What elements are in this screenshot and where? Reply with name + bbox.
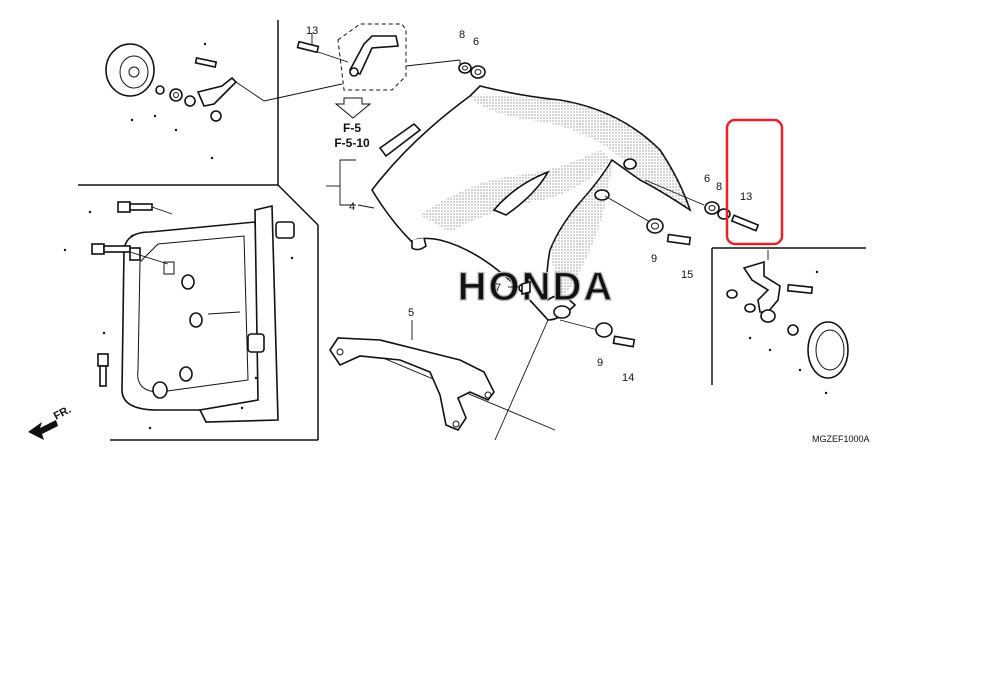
- callout-4: 4: [349, 201, 355, 213]
- frame-lines: [78, 20, 866, 441]
- top-washers: [458, 62, 486, 79]
- top-left-assembly: [105, 42, 343, 160]
- callout-8-top: 8: [459, 29, 465, 41]
- reference-f5: F-5: [343, 121, 361, 135]
- callout-6-top: 6: [473, 36, 479, 48]
- top-center-bracket: [296, 23, 461, 119]
- right-reflector-assembly: [726, 250, 849, 395]
- callout-14: 14: [622, 372, 634, 384]
- callout-15: 15: [681, 269, 693, 281]
- front-label: FR.: [52, 404, 73, 423]
- callout-6-right: 6: [704, 173, 710, 185]
- plate-holder-assembly: [63, 201, 295, 430]
- right-hardware: [508, 201, 760, 348]
- front-fender: [371, 85, 692, 321]
- stay-bracket-5: [329, 320, 495, 431]
- callout-13-top: 13: [306, 25, 318, 37]
- callout-7: 7: [495, 282, 501, 294]
- callout-8-right: 8: [716, 181, 722, 193]
- diagram-code: MGZEF1000A: [812, 434, 870, 444]
- reference-f5-10: F-5-10: [334, 136, 370, 150]
- callout-13-right: 13: [740, 191, 752, 203]
- callout-5: 5: [408, 307, 414, 319]
- callout-9-lower: 9: [597, 357, 603, 369]
- highlight-box: [725, 118, 784, 246]
- front-direction-arrow: [28, 420, 58, 440]
- honda-watermark: HONDA: [458, 265, 615, 309]
- callout-9-upper: 9: [651, 253, 657, 265]
